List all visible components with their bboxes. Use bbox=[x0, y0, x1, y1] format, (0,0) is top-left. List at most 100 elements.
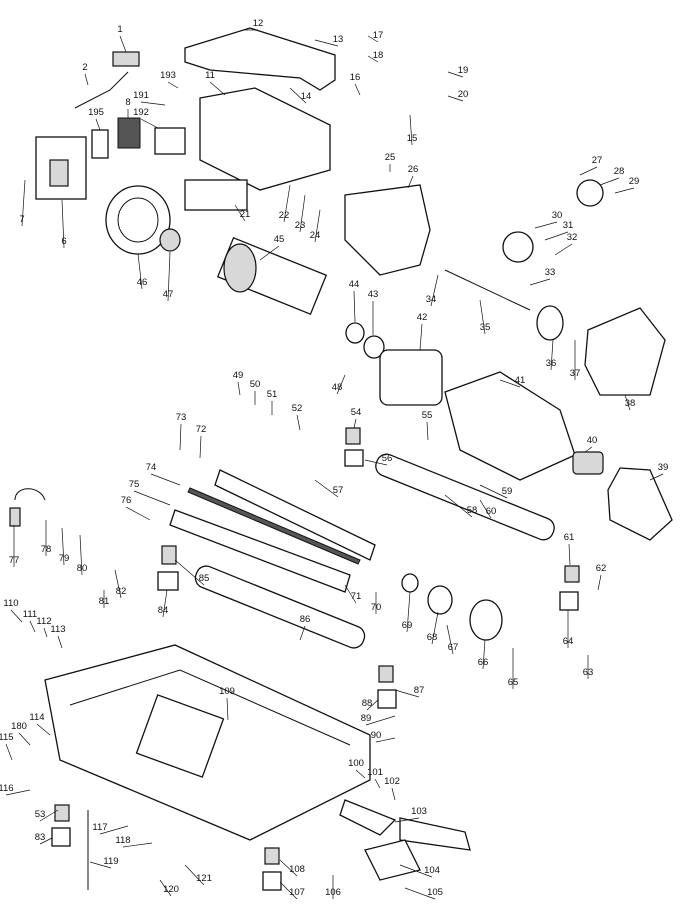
sprocket bbox=[469, 599, 503, 641]
part-number-label: 105 bbox=[427, 887, 443, 898]
part-number-label: 74 bbox=[146, 462, 157, 473]
part-number-label: 76 bbox=[121, 495, 132, 506]
part-number-label: 82 bbox=[116, 586, 127, 597]
part-number-label: 101 bbox=[367, 767, 383, 778]
part-number-label: 23 bbox=[295, 220, 306, 231]
leader-line bbox=[447, 95, 464, 102]
leader-line bbox=[419, 323, 423, 351]
leader-line bbox=[550, 339, 554, 371]
leader-line bbox=[283, 184, 291, 223]
spring bbox=[345, 427, 361, 445]
leader-line bbox=[36, 723, 51, 736]
part-number-label: 36 bbox=[546, 358, 557, 369]
leader-line bbox=[584, 446, 593, 453]
part-number-label: 113 bbox=[50, 624, 65, 635]
gear bbox=[502, 231, 534, 263]
part-number-label: 38 bbox=[625, 398, 636, 409]
part-number-label: 66 bbox=[478, 657, 489, 668]
leader-line bbox=[61, 527, 65, 566]
part-number-label: 35 bbox=[480, 322, 491, 333]
part-number-label: 111 bbox=[23, 609, 37, 620]
leader-line bbox=[499, 379, 521, 388]
part-number-label: 63 bbox=[583, 667, 594, 678]
part-number-label: 89 bbox=[361, 713, 372, 724]
motor bbox=[444, 371, 576, 481]
leader-line bbox=[579, 166, 598, 176]
part-number-label: 116 bbox=[0, 783, 14, 794]
leader-line bbox=[57, 635, 63, 649]
part-number-label: 44 bbox=[349, 279, 360, 290]
part-number-label: 65 bbox=[508, 677, 519, 688]
leader-line bbox=[367, 55, 379, 63]
part-number-label: 2 bbox=[82, 62, 87, 73]
leader-line bbox=[367, 35, 379, 43]
leader-line bbox=[426, 421, 429, 441]
part-number-label: 69 bbox=[402, 620, 413, 631]
top-cover bbox=[184, 27, 336, 91]
leader-line bbox=[409, 114, 413, 146]
leader-line bbox=[125, 506, 151, 521]
part-number-label: 46 bbox=[137, 277, 148, 288]
part-number-label: 16 bbox=[350, 72, 361, 83]
leader-line bbox=[353, 290, 356, 323]
leader-line bbox=[404, 887, 436, 900]
leader-line bbox=[43, 627, 48, 638]
leader-line bbox=[649, 473, 664, 481]
part-number-label: 17 bbox=[373, 30, 384, 41]
roller bbox=[375, 453, 555, 541]
leader-line bbox=[479, 484, 508, 499]
part-number-label: 88 bbox=[362, 698, 373, 709]
part-number-label: 21 bbox=[240, 209, 251, 220]
leader-line bbox=[446, 624, 454, 655]
leader-line bbox=[289, 87, 307, 104]
part-number-label: 58 bbox=[467, 505, 478, 516]
leader-line bbox=[614, 187, 635, 194]
leader-line bbox=[179, 423, 182, 451]
part-number-label: 34 bbox=[426, 294, 437, 305]
part-number-label: 64 bbox=[563, 636, 574, 647]
part-number-label: 14 bbox=[301, 91, 312, 102]
leader-line bbox=[534, 221, 558, 229]
leader-line bbox=[544, 231, 569, 241]
spring bbox=[378, 665, 394, 683]
gear bbox=[427, 585, 453, 615]
part-number-label: 45 bbox=[274, 234, 285, 245]
handle bbox=[14, 488, 46, 501]
part-number-label: 20 bbox=[458, 89, 469, 100]
leader-line bbox=[529, 278, 551, 286]
leader-line bbox=[184, 864, 205, 886]
leader-line bbox=[299, 194, 306, 233]
part-number-label: 28 bbox=[614, 166, 625, 177]
part-number-label: 67 bbox=[448, 642, 459, 653]
leader-line bbox=[99, 825, 129, 835]
part-number-label: 12 bbox=[253, 18, 264, 29]
leader-line bbox=[39, 809, 59, 822]
part-number-label: 104 bbox=[424, 865, 440, 876]
bearing bbox=[159, 228, 181, 252]
leader-line bbox=[167, 251, 171, 302]
part-number-label: 79 bbox=[59, 553, 70, 564]
part-number-label: 100 bbox=[348, 758, 364, 769]
leader-line bbox=[314, 209, 321, 243]
leader-line bbox=[159, 879, 172, 897]
part-number-label: 15 bbox=[407, 133, 418, 144]
leader-line bbox=[234, 204, 246, 222]
leader-line bbox=[167, 81, 179, 89]
leader-line bbox=[174, 559, 205, 586]
part-number-label: 117 bbox=[92, 822, 107, 833]
part-number-label: 30 bbox=[552, 210, 563, 221]
part-number-label: 18 bbox=[373, 50, 384, 61]
part-number-label: 56 bbox=[382, 453, 393, 464]
block bbox=[559, 591, 579, 611]
part-number-label: 86 bbox=[300, 614, 311, 625]
leader-line bbox=[137, 253, 143, 290]
part-number-label: 49 bbox=[233, 370, 244, 381]
part-number-label: 180 bbox=[11, 721, 27, 732]
block bbox=[344, 449, 364, 467]
leader-line bbox=[336, 374, 346, 395]
leader-line bbox=[344, 584, 357, 604]
part-number-label: 112 bbox=[36, 616, 51, 627]
